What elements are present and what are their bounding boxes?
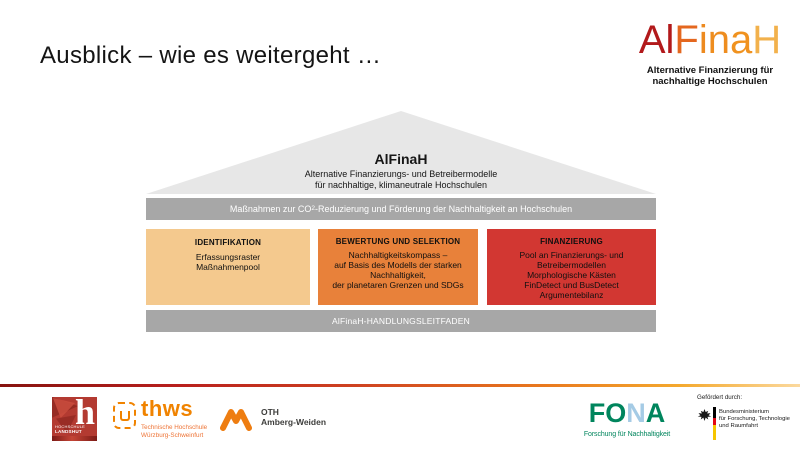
landshut-label-line: HOCHSCHULE	[55, 424, 86, 429]
fona-logo: FONA Forschung für Nachhaltigkeit	[583, 400, 671, 439]
thws-subtitle-line: Technische Hochschule	[141, 424, 208, 431]
gradient-divider	[0, 384, 800, 387]
ministry-label: Bundesministerium für Forschung, Technol…	[719, 409, 790, 430]
roof-subtitle-line: Alternative Finanzierungs- und Betreiber…	[304, 169, 498, 179]
thws-wordmark: thws	[141, 396, 194, 421]
tagline-line: nachhaltige Hochschulen	[652, 76, 768, 87]
federal-eagle-icon	[697, 409, 712, 421]
landshut-h-glyph: h	[74, 397, 95, 432]
bmbf-logo: Bundesministerium für Forschung, Technol…	[697, 407, 797, 442]
flag-black	[713, 407, 716, 418]
tagline-line: Alternative Finanzierung für	[646, 65, 774, 76]
landshut-label: HOCHSCHULE LANDSHUT	[55, 424, 85, 434]
diagram-roof: AlFinaH Alternative Finanzierungs- und B…	[146, 111, 656, 194]
box-body: Nachhaltigkeitskompass – auf Basis des M…	[318, 250, 478, 290]
oth-amberg-weiden-logo: OTH Amberg-Weiden	[219, 405, 349, 435]
alfinah-tagline: Alternative Finanzierung für nachhaltige…	[615, 65, 800, 87]
landshut-label-line: LANDSHUT	[55, 429, 82, 434]
fona-subtitle: Forschung für Nachhaltigkeit	[583, 431, 671, 438]
box-line: Morphologische Kästen	[527, 270, 616, 280]
box-line: Nachhaltigkeitskompass –	[348, 250, 448, 260]
ministry-line: Bundesministerium	[719, 409, 770, 415]
thws-fingerprint-inner	[120, 411, 130, 421]
oth-w-icon	[220, 409, 252, 431]
box-line: der planetaren Grenzen und SDGs	[332, 280, 464, 290]
box-identifikation: IDENTIFIKATION Erfassungsraster Maßnahme…	[146, 229, 310, 305]
oth-label-line: Amberg-Weiden	[261, 417, 327, 427]
box-title: IDENTIFIKATION	[194, 238, 262, 247]
box-line: FinDetect und BusDetect	[524, 280, 619, 290]
fona-wordmark: FONA	[583, 400, 671, 427]
wordmark-letter: i	[698, 18, 708, 62]
box-line: auf Basis des Modells der starken	[334, 260, 462, 270]
roof-title: AlFinaH	[374, 151, 428, 167]
wordmark-letter: a	[730, 18, 753, 62]
wordmark-letter: n	[707, 18, 730, 62]
ministry-line: für Forschung, Technologie	[719, 416, 790, 423]
box-bewertung-selektion: BEWERTUNG UND SELEKTION Nachhaltigkeitsk…	[318, 229, 478, 305]
thws-subtitle: Technische Hochschule Würzburg-Schweinfu…	[141, 424, 207, 439]
thws-logo: thws Technische Hochschule Würzburg-Schw…	[113, 396, 208, 441]
box-line: Maßnahmenpool	[196, 262, 260, 272]
measures-bar-text: -Reduzierung und Förderung der Nachhalti…	[315, 204, 573, 214]
handlungsleitfaden-bar: AlFinaH-HANDLUNGSLEITFADEN	[146, 310, 656, 332]
measures-bar-text: Maßnahmen zur CO	[229, 204, 312, 214]
oth-label: OTH Amberg-Weiden	[261, 407, 326, 427]
wordmark-letter: F	[674, 18, 699, 62]
alfinah-logo: AlFinaH Alternative Finanzierung für nac…	[615, 20, 800, 87]
hochschule-landshut-logo: h HOCHSCHULE LANDSHUT	[52, 397, 97, 441]
box-body: Erfassungsraster Maßnahmenpool	[146, 252, 310, 272]
ministry-line: und Raumfahrt	[719, 423, 758, 430]
box-line: Nachhaltigkeit,	[370, 270, 426, 280]
box-line: Erfassungsraster	[195, 252, 261, 262]
box-title: BEWERTUNG UND SELEKTION	[335, 237, 461, 246]
box-line: Betreibermodellen	[537, 260, 606, 270]
fona-letters: A	[645, 398, 666, 428]
roof-subtitle-line: für nachhaltige, klimaneutrale Hochschul…	[314, 180, 488, 190]
box-body: Pool an Finanzierungs- und Betreibermode…	[487, 250, 656, 300]
slide-title: Ausblick – wie es weitergeht …	[40, 42, 382, 69]
flag-red	[713, 418, 716, 425]
funding-block: Gefördert durch: Bundesministerium für F…	[697, 394, 797, 442]
box-line: Argumentebilanz	[539, 290, 604, 300]
german-flag-stripe	[713, 407, 716, 440]
fona-letters: FO	[588, 398, 627, 428]
box-title: FINANZIERUNG	[540, 237, 603, 246]
alfinah-wordmark: AlFinaH	[615, 20, 800, 60]
wordmark-letter: H	[752, 18, 782, 62]
landshut-band	[52, 436, 97, 441]
box-finanzierung: FINANZIERUNG Pool an Finanzierungs- und …	[487, 229, 656, 305]
fona-letters: N	[626, 398, 646, 428]
flag-gold	[713, 425, 716, 440]
thws-subtitle-line: Würzburg-Schweinfurt	[141, 431, 204, 439]
funding-label: Gefördert durch:	[697, 394, 743, 401]
oth-label-line: OTH	[261, 407, 279, 417]
box-line: Pool an Finanzierungs- und	[519, 250, 624, 260]
thws-fingerprint-icon	[113, 402, 136, 429]
wordmark-letter: A	[638, 18, 666, 62]
wordmark-letter: l	[665, 18, 675, 62]
